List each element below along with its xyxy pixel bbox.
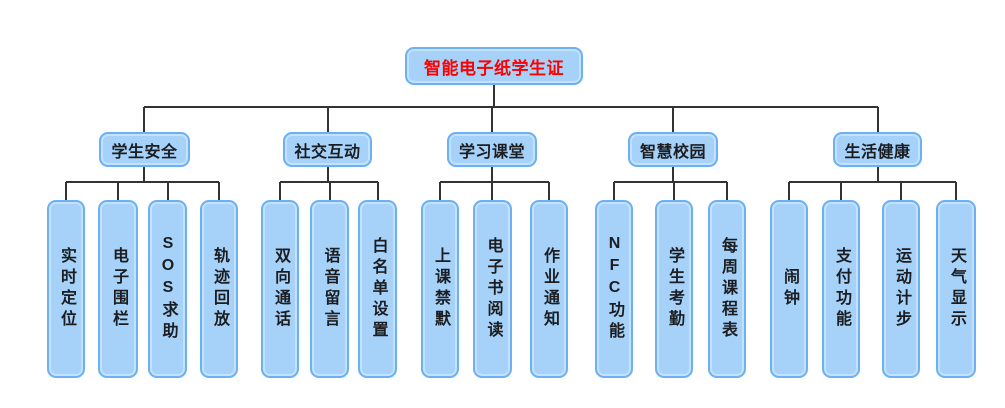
node-payment-function: 支付功能	[822, 200, 860, 378]
node-two-way-call: 双向通话	[261, 200, 299, 378]
node-social-interaction: 社交互动	[283, 132, 372, 167]
node-smart-campus: 智慧校园	[628, 132, 718, 167]
node-step-counter: 运动计步	[882, 200, 920, 378]
node-realtime-positioning: 实时定位	[47, 200, 85, 378]
node-life-health: 生活健康	[833, 132, 922, 167]
node-sos-help: SOS求助	[148, 200, 187, 378]
node-nfc-function: NFC功能	[595, 200, 633, 378]
node-student-attendance: 学生考勤	[655, 200, 693, 378]
node-alarm-clock: 闹钟	[770, 200, 808, 378]
node-smart-epaper-student-card: 智能电子纸学生证	[405, 47, 583, 85]
node-learning-classroom: 学习课堂	[447, 132, 537, 167]
node-weather-display: 天气显示	[936, 200, 976, 378]
node-voice-message: 语音留言	[310, 200, 349, 378]
node-track-playback: 轨迹回放	[200, 200, 238, 378]
node-weekly-schedule: 每周课程表	[708, 200, 746, 378]
node-whitelist-settings: 白名单设置	[358, 200, 397, 378]
node-ebook-reading: 电子书阅读	[473, 200, 512, 378]
node-class-silent-mode: 上课禁默	[421, 200, 459, 378]
node-electronic-fence: 电子围栏	[98, 200, 138, 378]
node-student-safety: 学生安全	[99, 132, 190, 167]
connector-path	[65, 85, 957, 200]
node-homework-notice: 作业通知	[530, 200, 568, 378]
